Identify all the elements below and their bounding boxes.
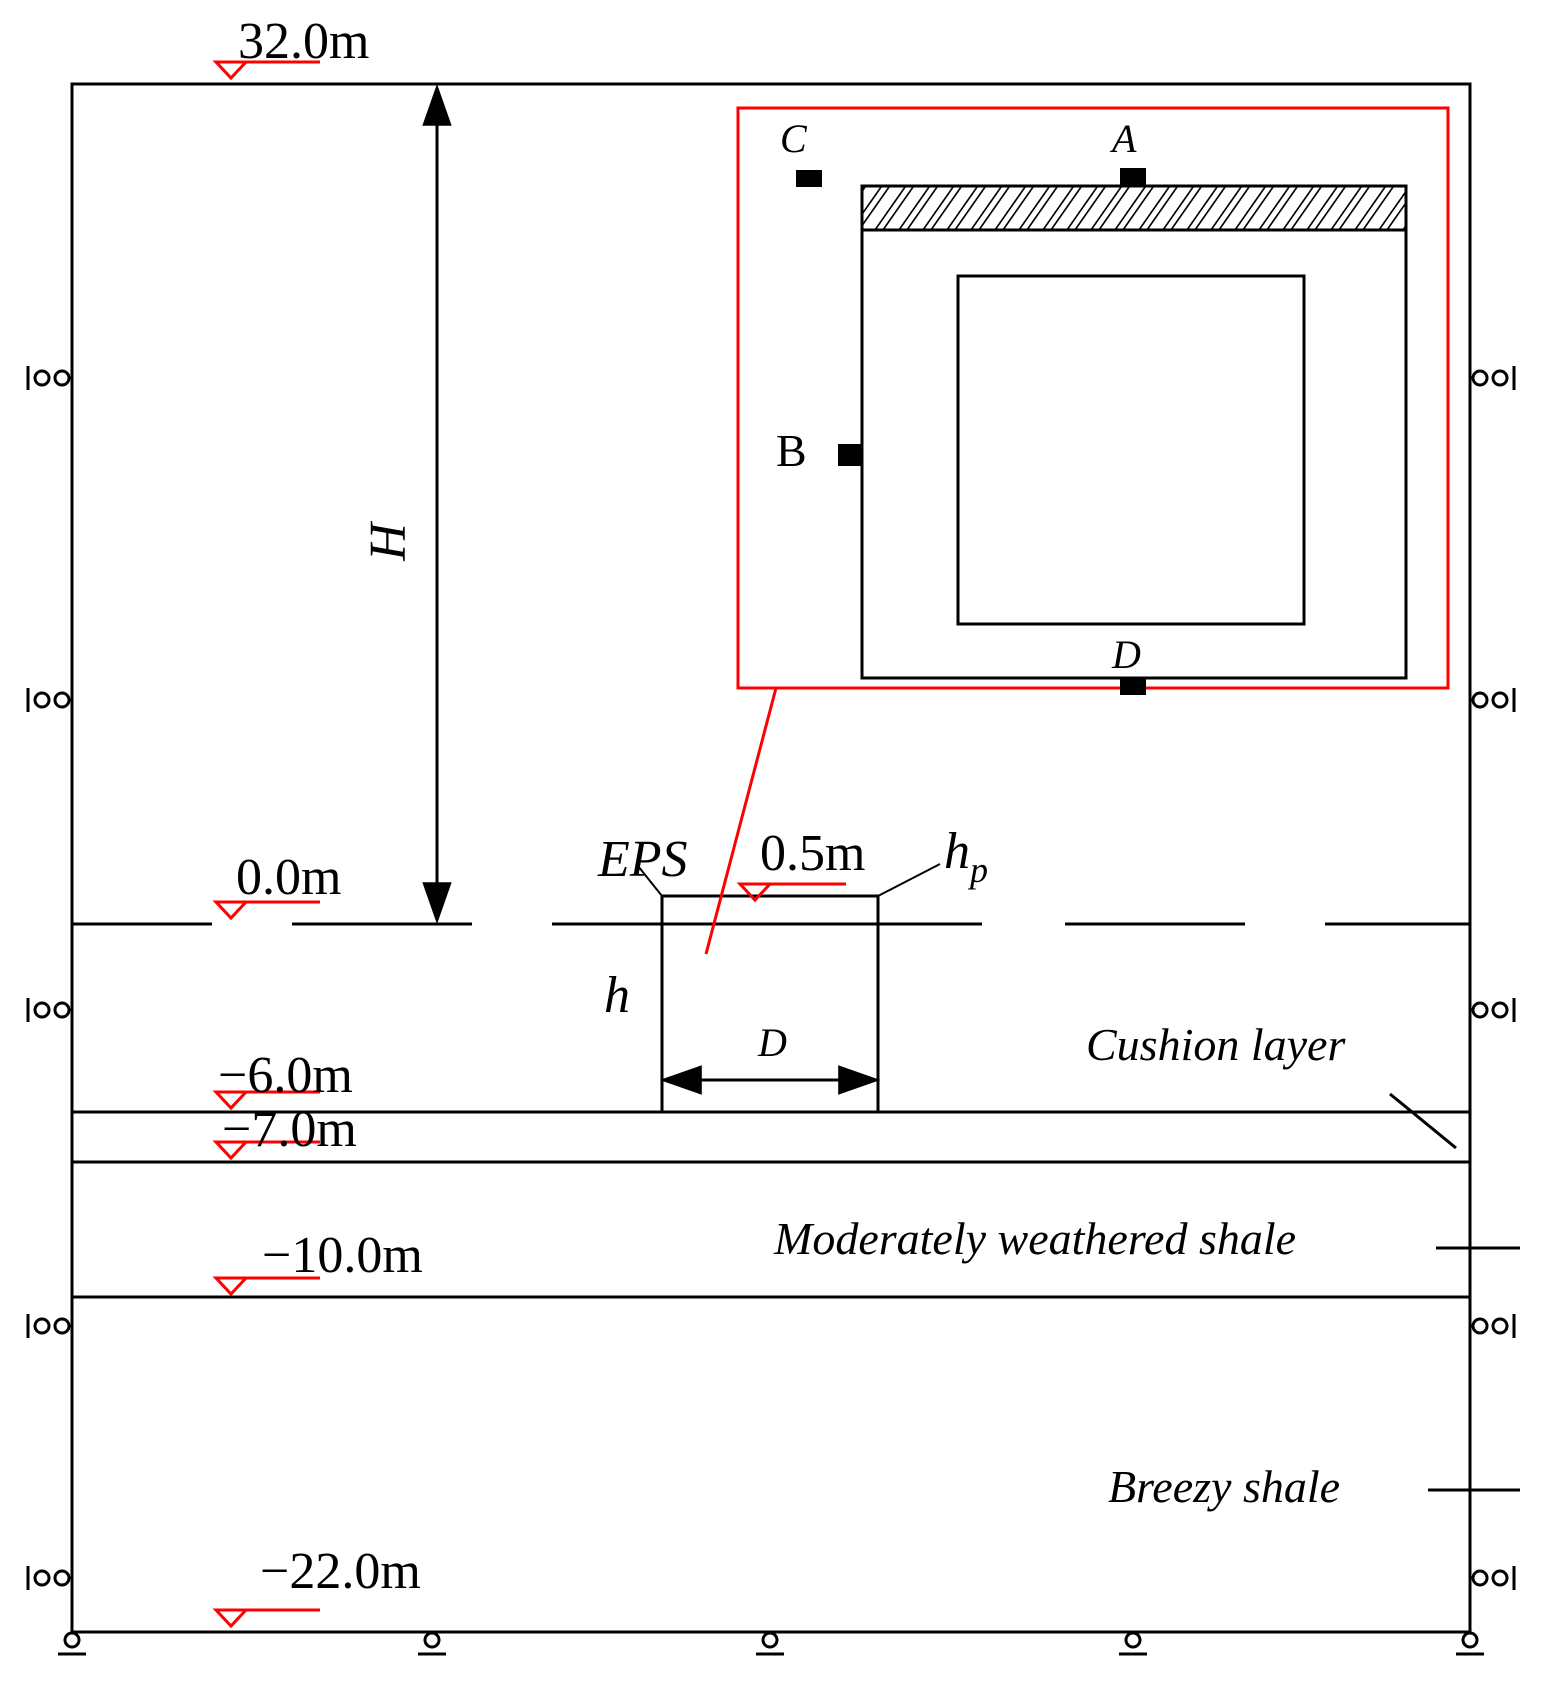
elevation-marker-minus6 [212, 1090, 320, 1111]
eps-thickness-label: 0.5m [760, 825, 865, 882]
roller-support-bottom [58, 1631, 1484, 1656]
point-label-A: A [1109, 116, 1137, 161]
layer-label-breezy: Breezy shale [1108, 1461, 1340, 1512]
inset-eps-hatched-strip [860, 184, 1408, 232]
hp-label-subscript: p [967, 850, 988, 890]
roller-support-left [26, 366, 71, 1590]
inset-box [736, 106, 1450, 690]
elevation-marker-minus10 [212, 1276, 320, 1297]
inset-culvert-opening [956, 274, 1306, 626]
dimension-label-D: D [757, 1020, 787, 1065]
elevation-marker-ground [212, 900, 320, 921]
eps-label: EPS [597, 831, 688, 888]
dimension-label-H: H [360, 521, 417, 562]
inset-leader-line [704, 687, 778, 955]
roller-support-right [1471, 366, 1516, 1590]
elevation-label-minus7: −7.0m [222, 1101, 357, 1158]
elevation-label-bottom: −22.0m [260, 1543, 421, 1600]
point-label-B: B [776, 425, 807, 476]
elevation-label-ground: 0.0m [236, 849, 341, 906]
hp-label: hp [944, 823, 988, 890]
hp-leader [877, 863, 941, 897]
inset-culvert-outer [860, 184, 1408, 680]
point-marker-C [796, 170, 822, 187]
dimension-label-h: h [604, 967, 630, 1024]
point-marker-D [1120, 678, 1146, 695]
eps-leader [637, 865, 663, 897]
elevation-label-minus10: −10.0m [262, 1227, 423, 1284]
point-label-C: C [780, 116, 808, 161]
elevation-label-top: 32.0m [238, 13, 369, 70]
elevation-marker-bottom [212, 1608, 320, 1629]
elevation-marker-minus7 [212, 1140, 320, 1161]
layer-label-cushion: Cushion layer [1086, 1019, 1346, 1070]
cushion-leader [1389, 1092, 1457, 1150]
elevation-marker-eps [736, 882, 846, 903]
elevation-label-minus6: −6.0m [218, 1047, 353, 1104]
point-marker-A [1120, 168, 1146, 187]
elevation-marker-top [212, 60, 320, 81]
point-label-D: D [1111, 632, 1141, 677]
layer-label-moderately-weathered: Moderately weathered shale [773, 1213, 1296, 1264]
hp-label-base: h [944, 823, 970, 880]
point-marker-B [838, 444, 862, 466]
